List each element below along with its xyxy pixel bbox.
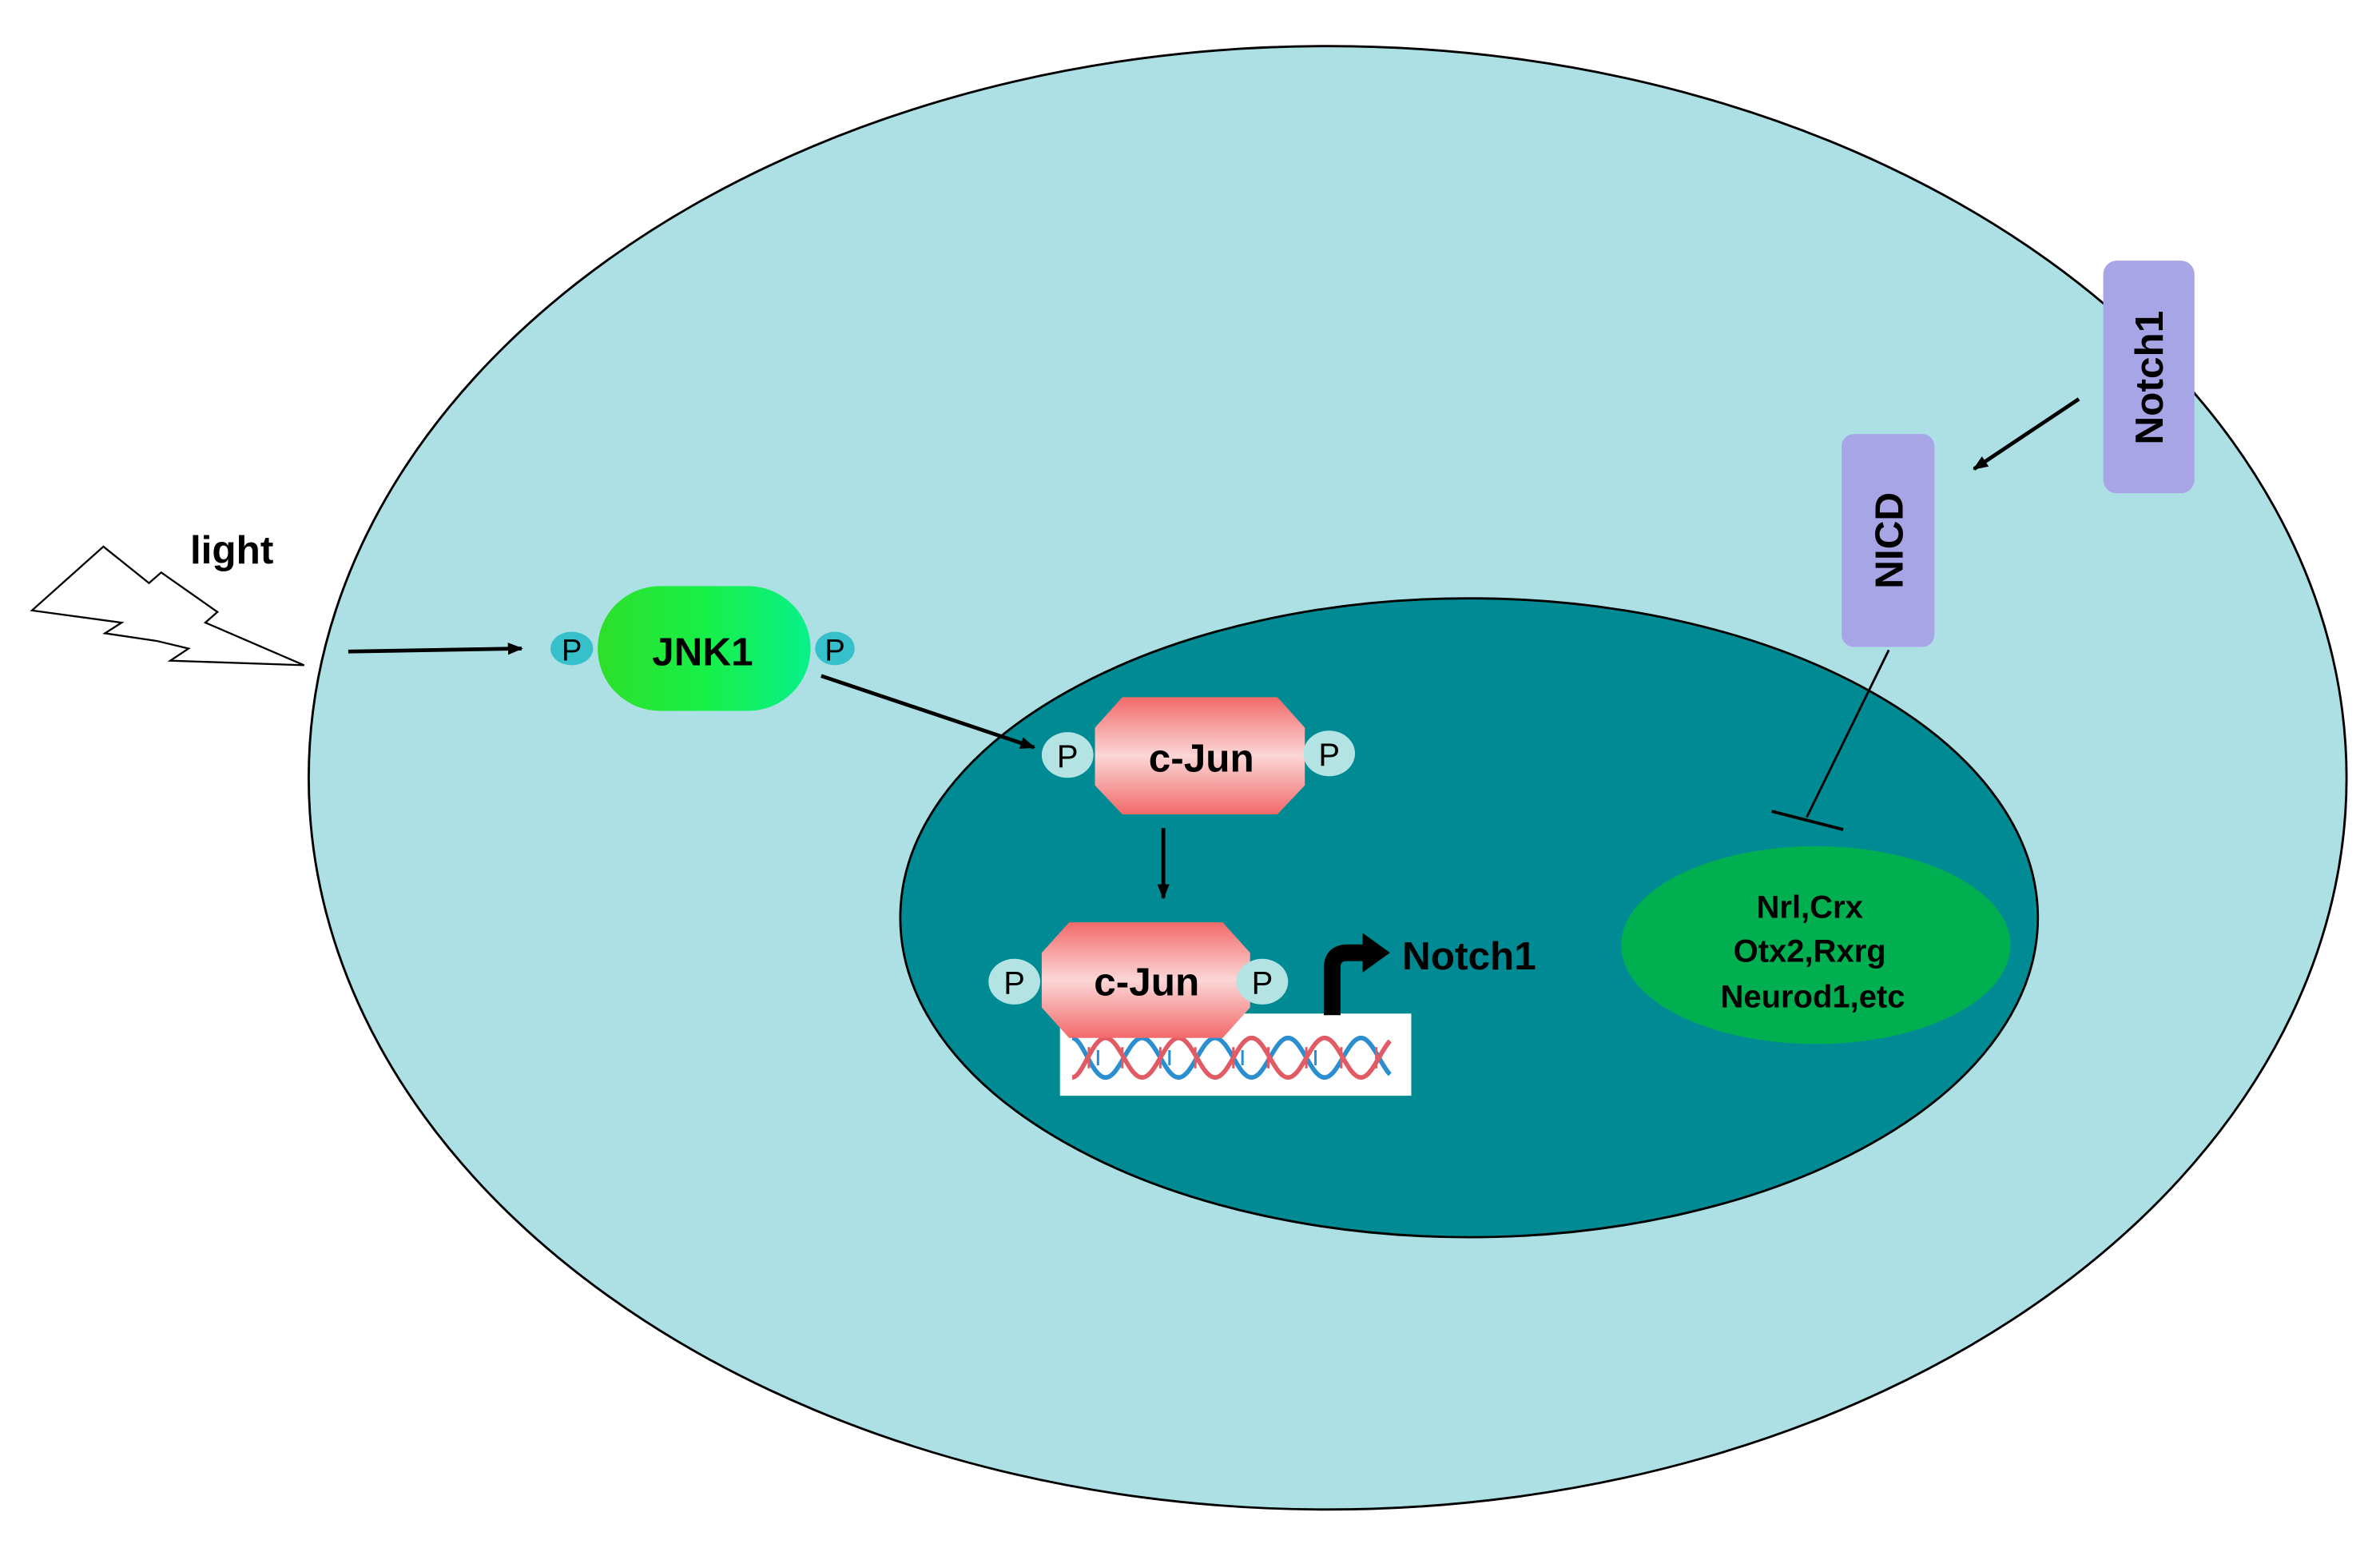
inhibition-bar xyxy=(1771,810,1844,831)
target-gene-2: Otx2,Rxrg xyxy=(1734,934,1886,969)
phospho-cjun-top-right-label: P xyxy=(1318,738,1340,773)
arrow-jnk1-to-cjun xyxy=(820,674,1036,750)
notch1-receptor-label: Notch1 xyxy=(2128,311,2171,445)
phospho-cjun-bottom-left-label: P xyxy=(1003,966,1025,1001)
target-gene-1: Nrl,Crx xyxy=(1757,889,1863,925)
light-label: light xyxy=(190,528,273,572)
transcription-arrowhead xyxy=(1362,933,1390,973)
phospho-jnk1-right xyxy=(815,631,855,666)
arrow-light-to-jnk1 xyxy=(348,643,523,655)
nicd-node: NICD xyxy=(1842,434,1935,647)
cjun-bottom-node: c-Jun P P xyxy=(988,922,1289,1038)
lightning-icon xyxy=(30,545,305,667)
arrow-notch1-to-nicd xyxy=(1973,397,2080,471)
phospho-jnk1-left-label: P xyxy=(562,635,582,668)
phospho-jnk1-left xyxy=(550,631,594,666)
notch1-gene-label: Notch1 xyxy=(1402,934,1536,978)
target-gene-3: Neurod1,etc xyxy=(1720,980,1905,1015)
phospho-cjun-bottom-right-label: P xyxy=(1252,966,1273,1001)
jnk1-node: JNK1 P P xyxy=(550,586,855,711)
phospho-jnk1-right-label: P xyxy=(824,635,844,668)
phospho-cjun-top-left-label: P xyxy=(1057,739,1079,774)
nicd-label: NICD xyxy=(1867,492,1911,589)
target-genes-node: Nrl,Crx Otx2,Rxrg Neurod1,etc xyxy=(1621,846,2011,1045)
jnk1-label: JNK1 xyxy=(652,630,753,674)
cjun-top-label: c-Jun xyxy=(1149,737,1254,781)
notch1-receptor: Notch1 xyxy=(2103,261,2195,494)
cjun-top-node: c-Jun P P xyxy=(1041,697,1356,814)
phospho-cjun-top-right xyxy=(1303,730,1356,777)
cjun-bottom-label: c-Jun xyxy=(1094,960,1199,1004)
inhibition-line xyxy=(1806,649,1890,818)
dna-base-pairs xyxy=(1087,1047,1378,1068)
phospho-cjun-bottom-right xyxy=(1236,958,1289,1005)
phospho-cjun-bottom-left xyxy=(988,958,1041,1005)
transcription-arrow-icon xyxy=(1324,944,1366,1016)
phospho-cjun-top-left xyxy=(1041,732,1094,778)
